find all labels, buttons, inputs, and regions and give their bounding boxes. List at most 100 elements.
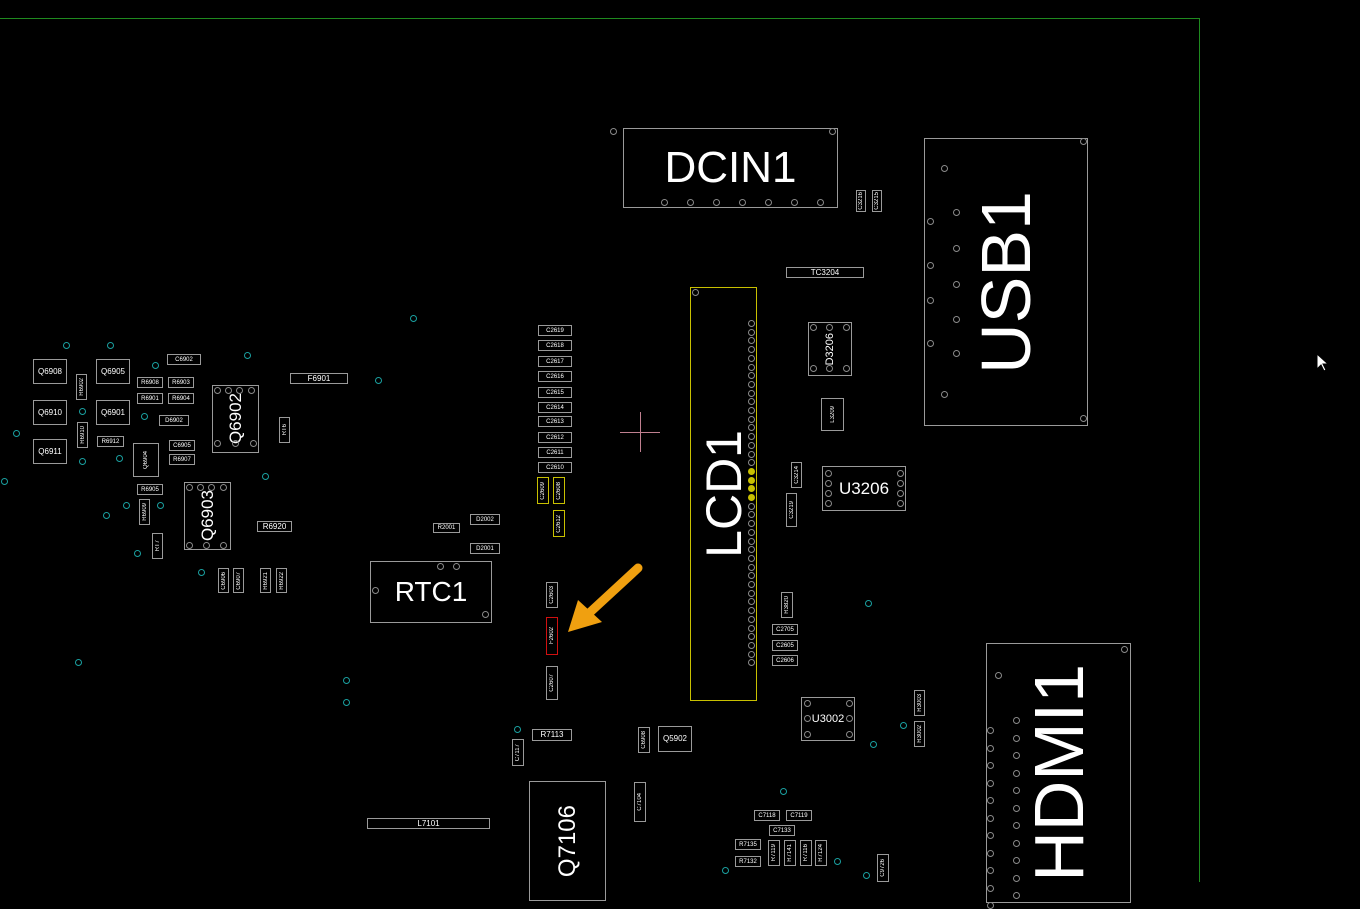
component-R7113[interactable]: R7113 <box>532 729 572 741</box>
component-U3206[interactable]: U3206 <box>822 466 906 511</box>
component-R6921[interactable]: R6921 <box>260 568 271 593</box>
component-C3219[interactable]: C3219 <box>786 493 797 527</box>
component-R3820[interactable]: R3820 <box>781 592 793 618</box>
component-C6902[interactable]: C6902 <box>167 354 201 365</box>
component-R3003[interactable]: R3003 <box>914 690 925 716</box>
component-R7141[interactable]: R7141 <box>784 840 796 866</box>
component-R6912[interactable]: R6912 <box>97 436 124 447</box>
component-R7124[interactable]: R7124 <box>815 840 827 866</box>
component-C2608[interactable]: C2608 <box>553 477 565 504</box>
component-R2001[interactable]: R2001 <box>433 523 460 533</box>
component-C2618[interactable]: C2618 <box>538 340 572 351</box>
component-C2607[interactable]: C2607 <box>546 666 558 700</box>
component-C3216[interactable]: C3216 <box>856 190 866 212</box>
component-C6906[interactable]: C6906 <box>218 568 229 593</box>
component-U3002[interactable]: U3002 <box>801 697 855 741</box>
component-Q6901[interactable]: Q6901 <box>96 400 130 425</box>
component-RT7[interactable]: RT7 <box>152 533 163 559</box>
component-C2612[interactable]: C2612 <box>538 432 572 443</box>
component-D2001[interactable]: D2001 <box>470 543 500 554</box>
pad <box>987 849 994 857</box>
component-C2612b[interactable]: C2612 <box>553 510 565 537</box>
component-R6905[interactable]: R6905 <box>137 484 163 495</box>
component-Q6904[interactable]: Q6904 <box>133 443 159 477</box>
component-C7118[interactable]: C7118 <box>754 810 780 821</box>
pad <box>826 324 833 331</box>
component-C2603[interactable]: C2603 <box>546 582 558 608</box>
pad <box>825 480 832 487</box>
component-TC3204[interactable]: TC3204 <box>786 267 864 278</box>
component-R6920[interactable]: R6920 <box>257 521 292 532</box>
refdes: R7132 <box>739 858 757 865</box>
component-RTC1[interactable]: RTC1 <box>370 561 492 623</box>
component-C7119[interactable]: C7119 <box>786 810 812 821</box>
pad <box>748 528 755 536</box>
refdes: L7101 <box>417 818 440 828</box>
component-LCD1[interactable]: LCD1 <box>690 287 757 701</box>
refdes: C2605 <box>776 642 794 649</box>
component-R6922[interactable]: R6922 <box>276 568 287 593</box>
component-C6905[interactable]: C6905 <box>169 440 195 451</box>
component-R6909[interactable]: R6909 <box>139 499 150 525</box>
component-C2617[interactable]: C2617 <box>538 356 572 367</box>
component-C2606[interactable]: C2606 <box>772 655 798 666</box>
component-C2611[interactable]: C2611 <box>538 447 572 458</box>
component-C9726[interactable]: C9726 <box>877 854 889 882</box>
component-Q6905[interactable]: Q6905 <box>96 359 130 384</box>
component-D3206[interactable]: D3206 <box>808 322 852 376</box>
component-Q6903[interactable]: Q6903 <box>184 482 231 550</box>
pad <box>810 365 817 372</box>
component-C2609[interactable]: C2609 <box>537 477 549 504</box>
component-Q7106[interactable]: Q7106 <box>529 781 606 901</box>
component-Q6911[interactable]: Q6911 <box>33 439 67 464</box>
pad <box>825 470 832 477</box>
component-R6902[interactable]: R6902 <box>76 374 87 400</box>
component-C2613[interactable]: C2613 <box>538 416 572 427</box>
component-C6907[interactable]: C6907 <box>233 568 244 593</box>
component-Q6908[interactable]: Q6908 <box>33 359 67 384</box>
component-R6904[interactable]: R6904 <box>168 393 194 404</box>
component-R6908[interactable]: R6908 <box>137 377 163 388</box>
component-USB1[interactable]: USB1 <box>924 138 1088 426</box>
component-C2614[interactable]: C2614 <box>538 402 572 413</box>
component-R6901[interactable]: R6901 <box>137 393 163 404</box>
component-R3002[interactable]: R3002 <box>914 721 925 747</box>
component-C3215[interactable]: C3215 <box>872 190 882 212</box>
component-R7135[interactable]: R7135 <box>735 839 761 850</box>
component-C7117[interactable]: C7117 <box>512 739 524 766</box>
component-R6907[interactable]: R6907 <box>169 454 195 465</box>
component-C2610[interactable]: C2610 <box>538 462 572 473</box>
component-D2002[interactable]: D2002 <box>470 514 500 525</box>
component-R7119[interactable]: R7119 <box>768 840 780 866</box>
pad <box>748 563 755 571</box>
component-F2602[interactable]: F2602 <box>546 617 558 655</box>
component-L7101[interactable]: L7101 <box>367 818 490 829</box>
refdes: HDMI1 <box>1019 664 1098 882</box>
component-C2619[interactable]: C2619 <box>538 325 572 336</box>
component-C2605[interactable]: C2605 <box>772 640 798 651</box>
component-RT6[interactable]: RT6 <box>279 417 290 443</box>
component-R6910[interactable]: R6910 <box>77 422 88 448</box>
component-C3214[interactable]: C3214 <box>791 462 802 488</box>
component-C2615[interactable]: C2615 <box>538 387 572 398</box>
component-Q5902[interactable]: Q5902 <box>658 726 692 752</box>
pad <box>953 350 960 357</box>
component-C2705[interactable]: C2705 <box>772 624 798 635</box>
component-R7116[interactable]: R7116 <box>800 840 812 866</box>
component-Q6910[interactable]: Q6910 <box>33 400 67 425</box>
pad <box>846 700 853 707</box>
component-HDMI1[interactable]: HDMI1 <box>986 643 1131 903</box>
component-Q6902[interactable]: Q6902 <box>212 385 259 453</box>
component-C2616[interactable]: C2616 <box>538 371 572 382</box>
pad <box>927 297 934 304</box>
component-L3209[interactable]: L3209 <box>821 398 844 431</box>
component-C7133[interactable]: C7133 <box>769 825 795 836</box>
refdes: R7113 <box>540 730 564 739</box>
component-R6903[interactable]: R6903 <box>168 377 194 388</box>
component-D6902[interactable]: D6902 <box>159 415 189 426</box>
component-DCIN1[interactable]: DCIN1 <box>623 128 838 208</box>
component-C7104[interactable]: C7104 <box>634 782 646 822</box>
component-C6908b[interactable]: C6908 <box>638 727 650 753</box>
component-F6901[interactable]: F6901 <box>290 373 348 384</box>
component-R7132[interactable]: R7132 <box>735 856 761 867</box>
